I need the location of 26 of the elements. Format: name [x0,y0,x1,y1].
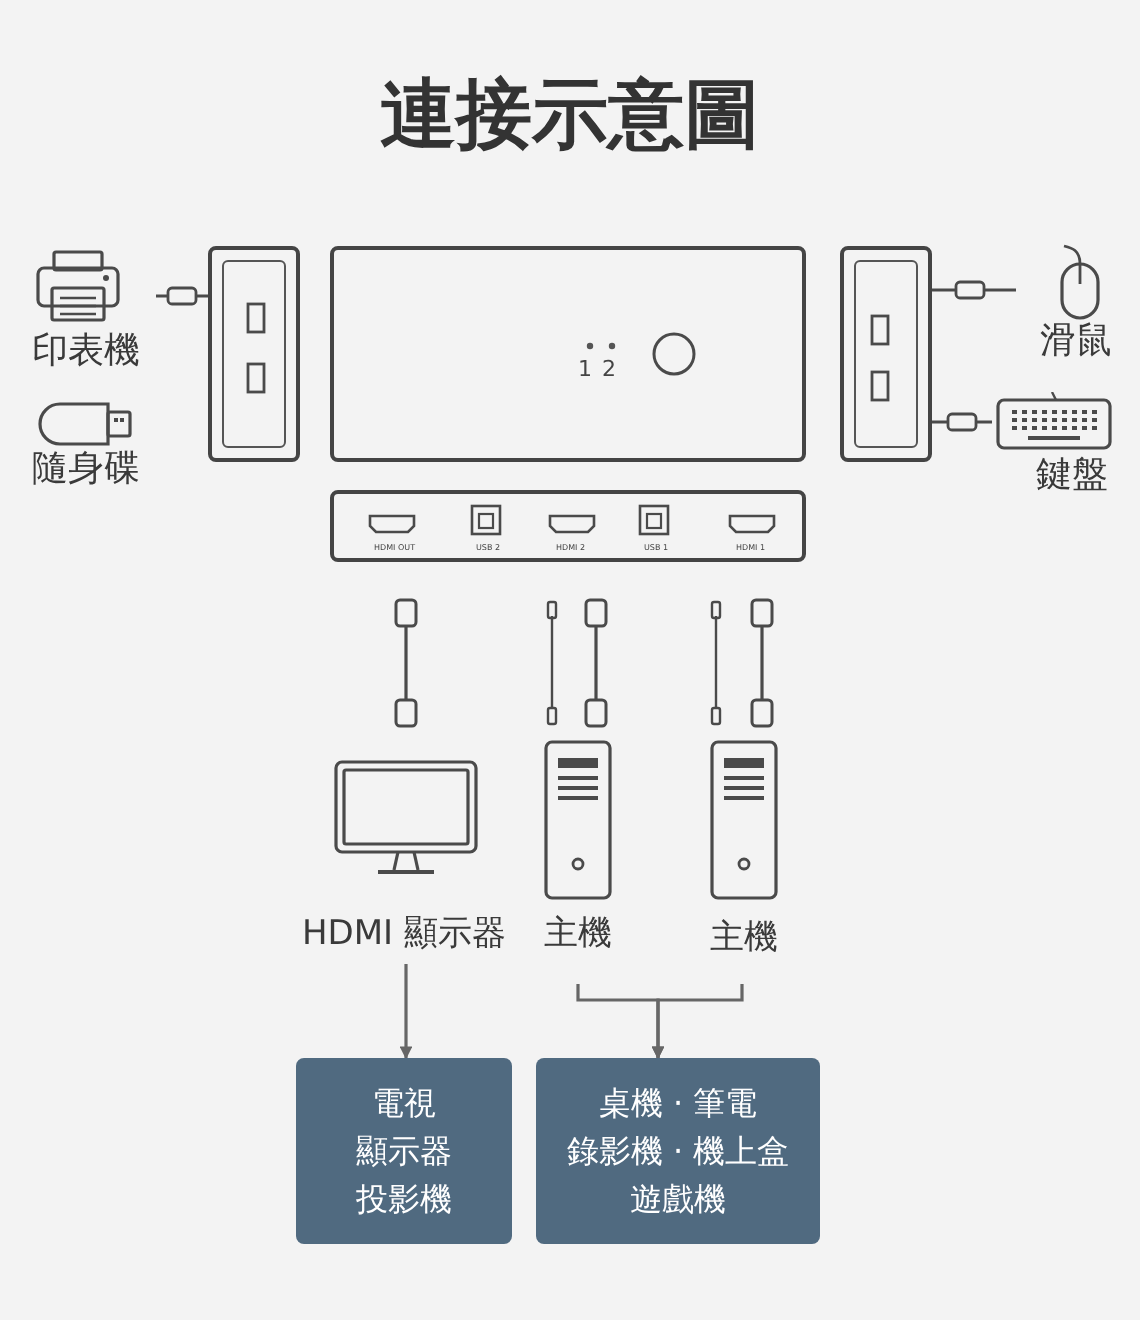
device-list-line: 顯示器 [356,1129,452,1173]
channel-number: 1 [578,358,592,380]
arrow [399,964,413,1060]
device-list-line: 遊戲機 [630,1177,726,1221]
device-list-line: 桌機 · 筆電 [598,1081,758,1125]
device-label: 主機 [708,920,780,960]
device-label: 隨身碟 [32,450,140,492]
title: 連接示意圖 [378,68,762,162]
channel-number: 2 [602,358,616,380]
cable-line [156,294,208,298]
arrow [576,984,665,1060]
device-list-line: 錄影機 · 機上盒 [566,1129,790,1173]
kvm-switch-front [330,246,806,462]
device-label: HDMI 顯示器 [300,916,508,956]
device-list-line: 電視 [372,1081,436,1125]
device-list-line: 投影機 [356,1177,452,1221]
device-label: 鍵盤 [1036,456,1108,498]
kvm-switch-back-panel [330,490,806,562]
device-label: 印表機 [32,332,140,374]
device-label: 主機 [542,916,614,956]
usb-hub-side [840,246,932,462]
cable-line [932,420,992,424]
device-category-box [296,1058,512,1244]
device-category-box [536,1058,820,1244]
usb-hub-side [208,246,300,462]
device-label: 滑鼠 [1040,322,1112,364]
